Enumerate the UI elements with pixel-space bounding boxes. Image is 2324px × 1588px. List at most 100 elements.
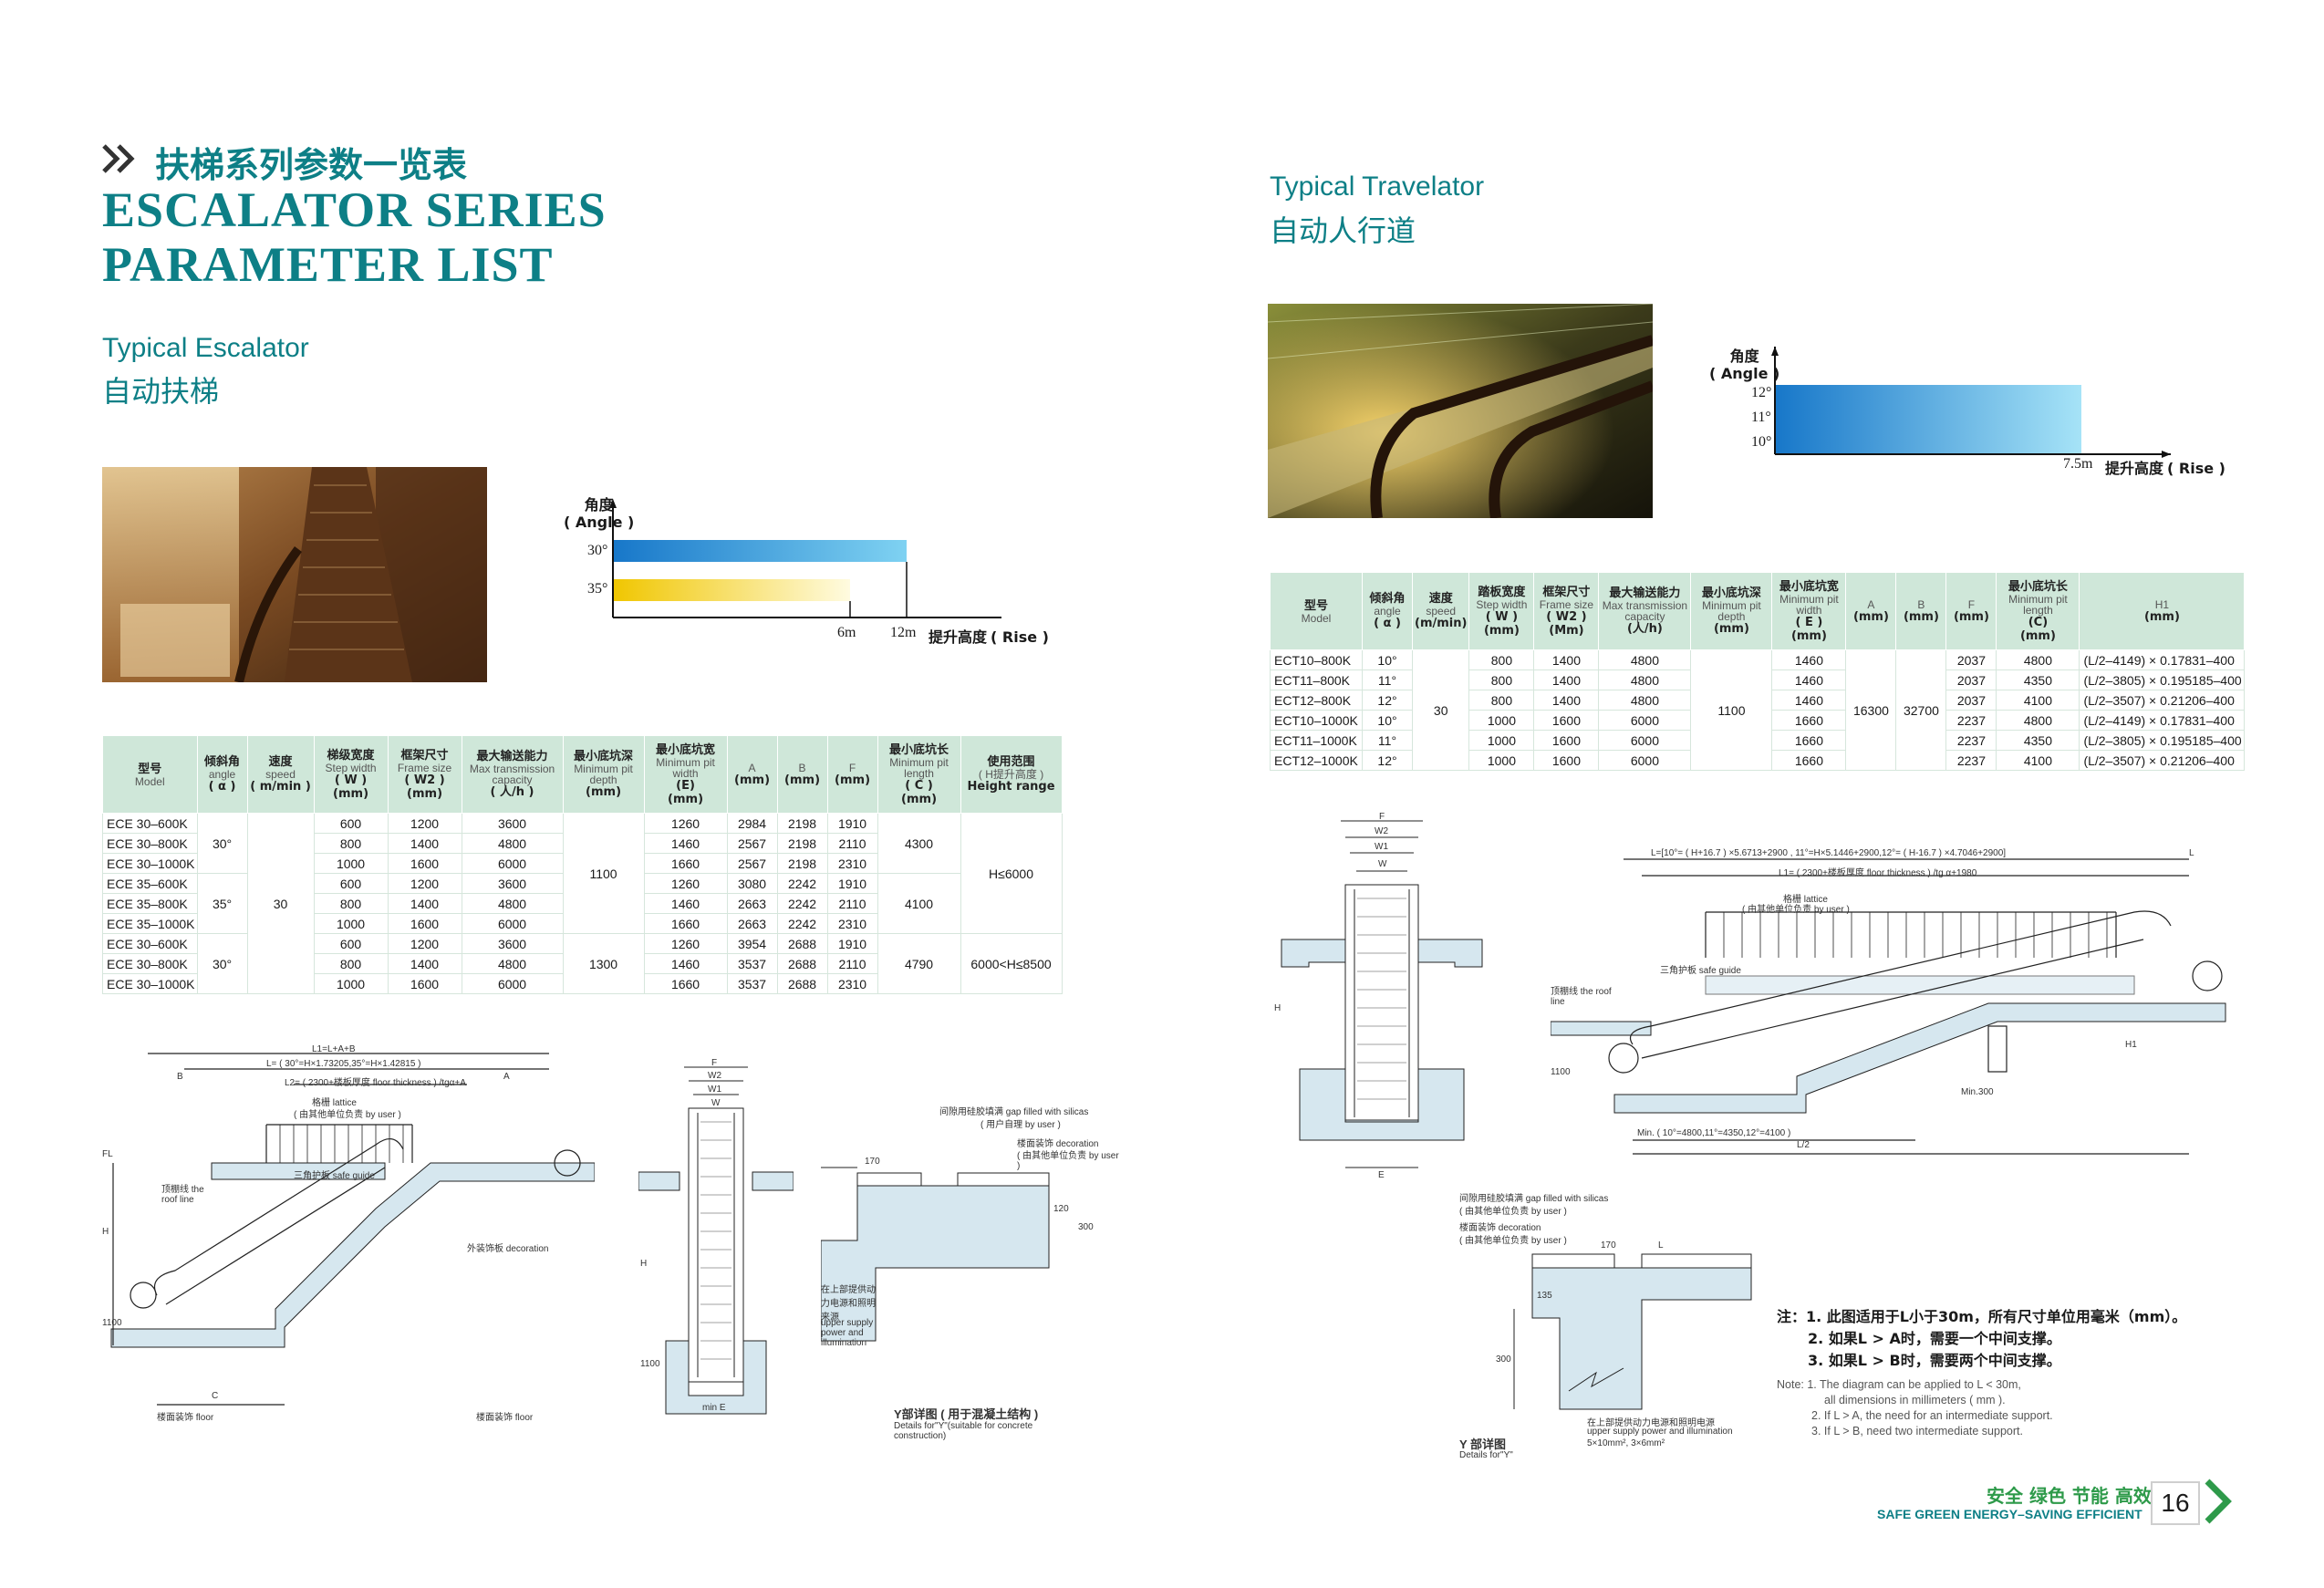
table-cell: 1400: [387, 893, 462, 914]
axis-en: ( Angle ): [564, 514, 635, 531]
axis-cn: 角度: [584, 496, 614, 514]
front-dim-w1: W1: [708, 1085, 721, 1095]
table-cell: 1200: [387, 873, 462, 894]
table-cell: 1100: [562, 813, 645, 934]
y-dim-170: 170: [865, 1157, 880, 1167]
esc-header-8: A(mm): [726, 735, 778, 814]
table-cell: 600: [313, 873, 389, 894]
header-unit: (m/min): [1415, 617, 1468, 630]
table-cell: 800: [313, 893, 389, 914]
table-cell: (L/2–3805) × 0.195185–400: [2079, 730, 2246, 751]
table-cell: ECT11–1000K: [1270, 730, 1363, 751]
table-cell: 2567: [726, 833, 778, 854]
header-en: A: [1867, 597, 1875, 611]
dim-fl: FL: [102, 1149, 113, 1159]
rise-en: ( Rise ): [991, 628, 1049, 646]
table-cell: ECT11–800K: [1270, 669, 1363, 690]
header-unit: ( 人/h ): [490, 785, 534, 799]
dim-l2: L2= ( 2300+楼板厚度 floor thickness ) /tgα+A: [285, 1078, 466, 1088]
table-cell: 6000: [1598, 730, 1692, 751]
dim-l1: L1=L+A+B: [312, 1044, 356, 1054]
header-cn: 踏板宽度: [1478, 585, 1526, 599]
travelator-detail-y: 间隙用硅胶填满 gap filled with silicas ( 由其他单位负…: [1459, 1190, 1769, 1473]
t-dim-h1: H1: [2125, 1040, 2137, 1050]
t-front-dim-w: W: [1378, 859, 1387, 869]
ty-decoration: 楼面装饰 decoration: [1459, 1223, 1541, 1233]
table-cell: 11°: [1362, 669, 1413, 690]
rise-75m-label: 7.5m: [2063, 456, 2093, 472]
table-cell: ECE 30–1000K: [102, 973, 198, 994]
table-cell: 2688: [776, 933, 828, 954]
table-cell: (L/2–3805) × 0.195185–400: [2079, 669, 2246, 690]
table-cell: 1600: [1533, 750, 1600, 771]
table-cell: 1100: [1690, 649, 1773, 771]
escalator-photo: [102, 467, 487, 682]
y-dim-120: 120: [1053, 1204, 1069, 1214]
table-cell: 4100: [877, 873, 961, 934]
front-dim-min-e: min E: [702, 1403, 726, 1413]
travelator-front-drawing: F W2 W1 W H E: [1272, 812, 1491, 1186]
header-en: Max transmission capacity: [1602, 599, 1688, 623]
label-safe-guide: 三角护板 safe guide: [294, 1171, 375, 1181]
note-cn-1: 注：1. 此图适用于L小于30m，所有尺寸单位用毫米（mm）。: [1777, 1308, 2187, 1325]
page-number-text: 16: [2161, 1489, 2190, 1517]
note-en-4: 3. If L > B, need two intermediate suppo…: [1811, 1425, 2023, 1438]
table-cell: 4800: [1996, 649, 2080, 670]
table-cell: 2310: [826, 913, 878, 934]
table-cell: 4800: [1598, 669, 1692, 690]
table-cell: 3600: [461, 813, 564, 834]
header-en: angle: [208, 768, 236, 781]
escalator-side-drawing: L1=L+A+B L= ( 30°=H×1.73205,35°=H×1.4281…: [102, 1044, 595, 1427]
table-cell: 1000: [1468, 750, 1535, 771]
table-cell: 4350: [1996, 730, 2080, 751]
table-cell: 1000: [313, 853, 389, 874]
header-cn: 速度: [1428, 592, 1453, 606]
table-cell: 6000: [461, 973, 564, 994]
header-cn: 最小底坑宽: [656, 742, 716, 757]
table-cell: 2037: [1945, 669, 1997, 690]
label-lattice: 格栅 lattice: [312, 1098, 357, 1108]
header-en: B: [1917, 597, 1925, 611]
table-cell: 4800: [1598, 690, 1692, 711]
table-cell: ECT12–1000K: [1270, 750, 1363, 771]
table-cell: 1000: [313, 973, 389, 994]
travelator-graph-axis: 角度 ( Angle ): [1709, 348, 1779, 383]
table-cell: 4800: [461, 893, 564, 914]
t-rise-en: ( Rise ): [2167, 460, 2225, 477]
ty-dim-l: L: [1658, 1240, 1664, 1251]
header-en: F: [1967, 597, 1976, 611]
table-cell: 30: [246, 813, 315, 994]
t-axis-cn: 角度: [1729, 348, 1759, 365]
ty-dim-135: 135: [1537, 1291, 1552, 1301]
ty-gap-user: ( 由其他单位负责 by user ): [1459, 1207, 1567, 1217]
ty-dim-170: 170: [1601, 1240, 1616, 1251]
table-cell: 35°: [196, 873, 248, 934]
front-dim-1100: 1100: [640, 1359, 660, 1369]
table-cell: 2110: [826, 893, 878, 914]
header-cn: 最大输送能力: [1609, 586, 1681, 600]
header-unit: (mm): [835, 773, 871, 787]
table-cell: 1000: [1468, 730, 1535, 751]
table-cell: 2310: [826, 853, 878, 874]
table-cell: 6000: [461, 913, 564, 934]
dim-c: C: [212, 1391, 219, 1401]
table-cell: 2663: [726, 913, 778, 934]
table-cell: 1000: [1468, 710, 1535, 731]
table-cell: 1460: [643, 833, 728, 854]
table-cell: 3600: [461, 873, 564, 894]
t-rise-cn: 提升高度: [2105, 460, 2164, 477]
table-cell: 1660: [643, 853, 728, 874]
table-cell: 1460: [1771, 649, 1847, 670]
table-cell: (L/2–3507) × 0.21206–400: [2079, 750, 2246, 771]
t-front-dim-h: H: [1274, 1003, 1281, 1013]
table-cell: ECT10–800K: [1270, 649, 1363, 670]
header-en: Model: [1301, 611, 1332, 625]
t-axis-en: ( Angle ): [1709, 365, 1780, 382]
